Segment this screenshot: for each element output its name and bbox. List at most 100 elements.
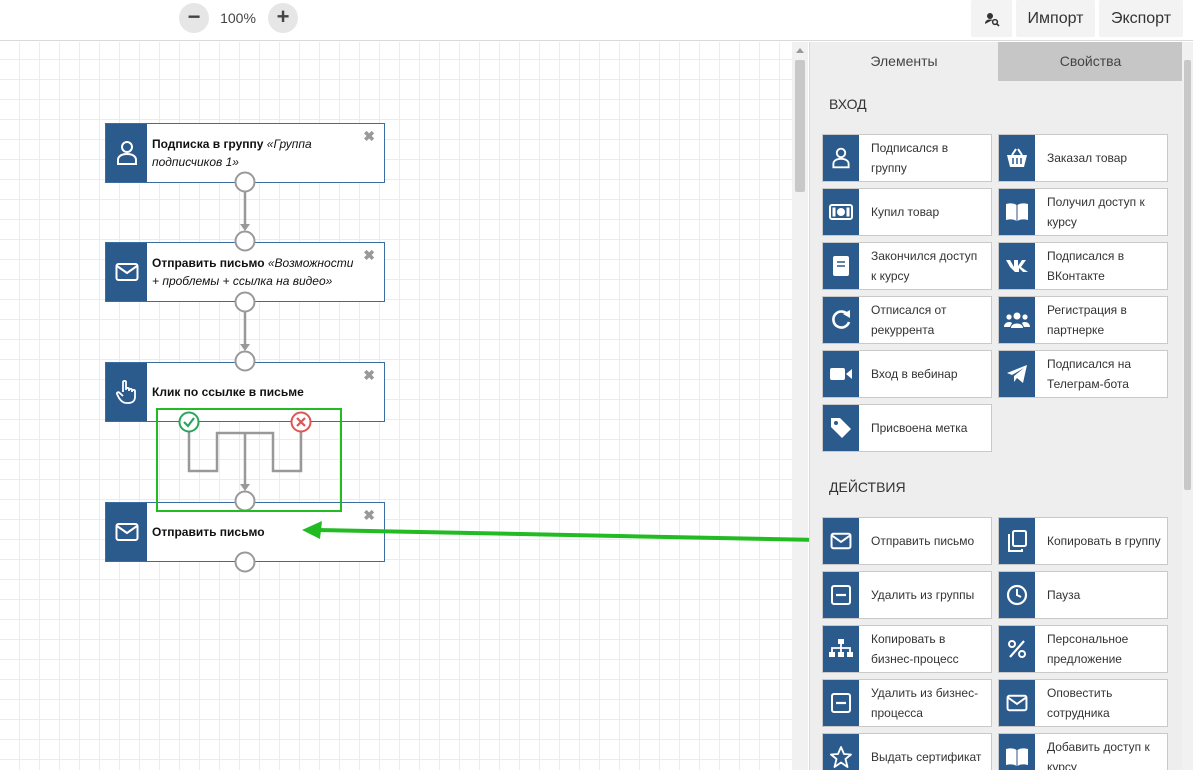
item-pause[interactable]: Пауза <box>998 571 1168 619</box>
user-search-button[interactable] <box>971 0 1012 37</box>
item-send-email[interactable]: Отправить письмо <box>822 517 992 565</box>
item-label: Пауза <box>1047 588 1081 602</box>
item-label: Добавить доступ к курсу <box>1047 740 1150 770</box>
envelope-icon <box>106 503 147 561</box>
sitemap-icon <box>823 626 859 672</box>
vk-icon <box>999 243 1035 289</box>
elements-panel: Элементы Свойства ВХОД ДЕЙСТВИЯ Подписал… <box>809 42 1182 770</box>
export-button[interactable]: Экспорт <box>1099 0 1183 37</box>
import-button[interactable]: Импорт <box>1016 0 1095 37</box>
item-label: Заказал товар <box>1047 151 1128 165</box>
node-text: Подписка в группу «Группа подписчиков 1» <box>152 124 360 182</box>
minus-box-icon <box>823 680 859 726</box>
envelope-icon <box>823 518 859 564</box>
close-icon[interactable]: ✖ <box>363 507 375 523</box>
item-label: Отправить письмо <box>871 534 975 548</box>
panel-scrollbar[interactable] <box>1182 42 1193 770</box>
panel-scroll-thumb[interactable] <box>1184 60 1191 490</box>
item-course-access[interactable]: Получил доступ к курсу <box>998 188 1168 236</box>
item-tag-assigned[interactable]: Присвоена метка <box>822 404 992 452</box>
item-bought-product[interactable]: Купил товар <box>822 188 992 236</box>
user-icon <box>106 124 147 182</box>
item-label: Подписался в группу <box>871 141 949 175</box>
item-label: Получил доступ к курсу <box>1047 195 1145 229</box>
minus-box-icon <box>823 572 859 618</box>
item-label: Закончился доступ к курсу <box>871 249 978 283</box>
item-ordered-product[interactable]: Заказал товар <box>998 134 1168 182</box>
node-text: Отправить письмо «Возможности + проблемы… <box>152 243 360 301</box>
basket-icon <box>999 135 1035 181</box>
item-personal-offer[interactable]: Персональное предложение <box>998 625 1168 673</box>
canvas-scroll-thumb[interactable] <box>795 60 805 192</box>
envelope-icon <box>999 680 1035 726</box>
item-label: Вход в вебинар <box>871 367 958 381</box>
node-send-email-2[interactable]: Отправить письмо ✖ <box>105 502 385 562</box>
item-label: Копировать в бизнес-процесс <box>871 632 959 666</box>
user-icon <box>823 135 859 181</box>
item-webinar-entry[interactable]: Вход в вебинар <box>822 350 992 398</box>
book-icon <box>999 734 1035 770</box>
item-subscribed-vk[interactable]: Подписался в ВКонтакте <box>998 242 1168 290</box>
book-closed-icon <box>823 243 859 289</box>
item-label: Выдать сертификат <box>871 750 982 764</box>
top-toolbar: − 100% + Импорт Экспорт <box>0 0 1193 41</box>
section-title-actions: ДЕЙСТВИЯ <box>810 464 1182 510</box>
node-send-email[interactable]: Отправить письмо «Возможности + проблемы… <box>105 242 385 302</box>
item-copy-to-group[interactable]: Копировать в группу <box>998 517 1168 565</box>
item-label: Присвоена метка <box>871 421 968 435</box>
item-label: Удалить из бизнес-процесса <box>871 686 979 720</box>
item-label: Удалить из группы <box>871 588 975 602</box>
node-detail: «Группа подписчиков 1» <box>152 137 312 169</box>
workflow-canvas[interactable]: Подписка в группу «Группа подписчиков 1»… <box>0 42 792 770</box>
canvas-scrollbar[interactable] <box>792 42 808 770</box>
close-icon[interactable]: ✖ <box>363 128 375 144</box>
node-title: Подписка в группу <box>152 137 264 151</box>
envelope-icon <box>106 243 147 301</box>
copy-icon <box>999 518 1035 564</box>
user-search-icon <box>984 13 1000 27</box>
node-text: Отправить письмо <box>152 503 360 561</box>
item-label: Оповестить сотрудника <box>1047 686 1113 720</box>
item-label: Копировать в группу <box>1047 534 1161 548</box>
scroll-up-arrow-icon[interactable] <box>796 48 804 53</box>
item-subscribed-group[interactable]: Подписался в группу <box>822 134 992 182</box>
node-text: Клик по ссылке в письме <box>152 363 360 421</box>
close-icon[interactable]: ✖ <box>363 247 375 263</box>
clock-icon <box>999 572 1035 618</box>
item-label: Купил товар <box>871 205 940 219</box>
item-unsubscribed-recurrent[interactable]: Отписался от рекуррента <box>822 296 992 344</box>
star-icon <box>823 734 859 770</box>
hand-pointer-icon <box>106 363 147 421</box>
zoom-out-button[interactable]: − <box>179 3 209 33</box>
item-label: Регистрация в партнерке <box>1047 303 1127 337</box>
tab-properties[interactable]: Свойства <box>998 42 1182 81</box>
node-link-click[interactable]: Клик по ссылке в письме ✖ <box>105 362 385 422</box>
money-icon <box>823 189 859 235</box>
close-icon[interactable]: ✖ <box>363 367 375 383</box>
item-course-access-ended[interactable]: Закончился доступ к курсу <box>822 242 992 290</box>
tab-elements[interactable]: Элементы <box>810 42 998 81</box>
item-telegram-bot[interactable]: Подписался на Телеграм-бота <box>998 350 1168 398</box>
section-title-input: ВХОД <box>810 81 1182 127</box>
item-remove-from-process[interactable]: Удалить из бизнес-процесса <box>822 679 992 727</box>
item-notify-employee[interactable]: Оповестить сотрудника <box>998 679 1168 727</box>
item-label: Персональное предложение <box>1047 632 1129 666</box>
item-label: Подписался в ВКонтакте <box>1047 249 1125 283</box>
node-title: Отправить письмо <box>152 525 265 539</box>
item-remove-from-group[interactable]: Удалить из группы <box>822 571 992 619</box>
node-subscribe-group[interactable]: Подписка в группу «Группа подписчиков 1»… <box>105 123 385 183</box>
node-title: Отправить письмо <box>152 256 265 270</box>
book-icon <box>999 189 1035 235</box>
item-add-course-access[interactable]: Добавить доступ к курсу <box>998 733 1168 770</box>
item-partner-registration[interactable]: Регистрация в партнерке <box>998 296 1168 344</box>
zoom-in-button[interactable]: + <box>268 3 298 33</box>
telegram-icon <box>999 351 1035 397</box>
tag-icon <box>823 405 859 451</box>
refresh-icon <box>823 297 859 343</box>
node-title: Клик по ссылке в письме <box>152 385 304 399</box>
video-icon <box>823 351 859 397</box>
item-issue-certificate[interactable]: Выдать сертификат <box>822 733 992 770</box>
item-label: Подписался на Телеграм-бота <box>1047 357 1132 391</box>
item-copy-to-process[interactable]: Копировать в бизнес-процесс <box>822 625 992 673</box>
item-label: Отписался от рекуррента <box>871 303 947 337</box>
